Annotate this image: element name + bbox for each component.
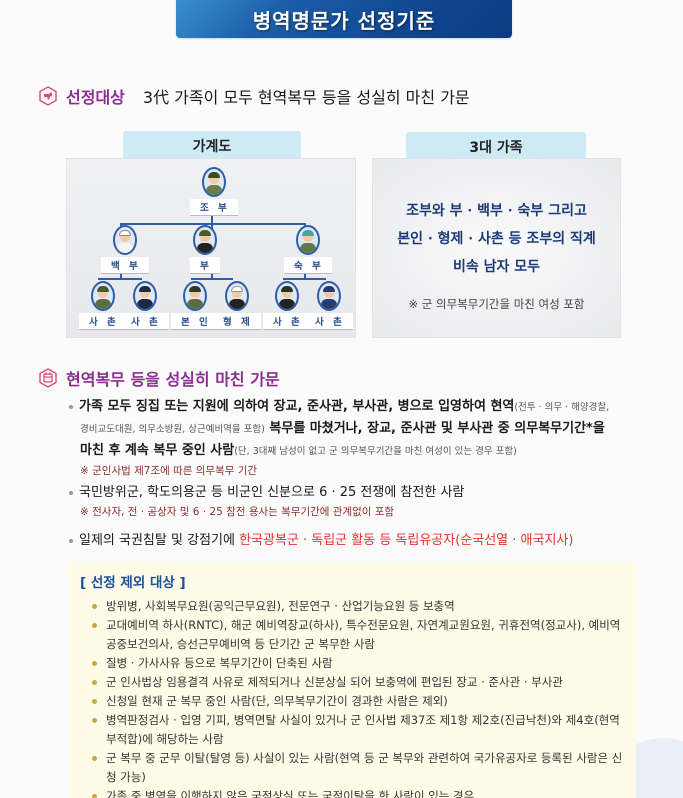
female-inclusion-note: ※ 군 의무복무기간을 마친 여성 포함 — [408, 297, 585, 311]
criteria-bullet-independence: 일제의 국권침탈 및 강점기에 한국광복군 · 독립군 활동 등 독립유공자(순… — [69, 530, 640, 551]
tree-node-uncle-younger: 숙 부 — [284, 225, 332, 274]
tree-node-father: 부 — [190, 225, 220, 274]
exclusion-item: 질병 · 가사사유 등으로 복무기간이 단축된 사람 — [92, 654, 632, 673]
tree-line — [191, 278, 233, 280]
bullet-dot-icon — [69, 538, 73, 543]
criteria-bullet-korean-war: 국민방위군, 학도의용군 등 비군인 신분으로 6 · 25 전쟁에 참전한 사… — [69, 482, 640, 521]
family-tree-diagram: 조 부 백 부 부 숙 부 사 촌 — [66, 158, 356, 338]
tree-line — [211, 271, 213, 279]
section-selection-target-header: 선정대상 3代 가족이 모두 현역복무 등을 성실히 마친 가문 — [38, 84, 470, 108]
bullet-dot-icon — [69, 490, 73, 495]
three-generations-tab: 3대 가족 — [406, 132, 586, 162]
independence-highlight: 한국광복군 · 독립군 활동 등 독립유공자(순국선열 · 애국지사) — [239, 533, 574, 548]
hexagon-thumbs-icon — [39, 86, 57, 106]
tree-node-cousin: 사 촌 — [121, 281, 169, 330]
sailor-avatar-icon — [224, 281, 249, 311]
criteria-bullet-active-duty: 가족 모두 징집 또는 지원에 의하여 장교, 준사관, 부사관, 병으로 입영… — [69, 396, 640, 480]
female-officer-avatar-icon — [316, 281, 341, 311]
camo-soldier-avatar-icon — [182, 281, 207, 311]
exclusion-item: 교대예비역 하사(RNTC), 해군 예비역장교(하사), 특수전문요원, 자연… — [92, 616, 632, 654]
exclusion-list: 방위병, 사회복무요원(공익근무요원), 전문연구 · 산업기능요원 등 보충역… — [92, 597, 632, 798]
three-generations-panel: 조부와 부 · 백부 · 숙부 그리고 본인 · 형제 · 사촌 등 조부의 직… — [372, 158, 621, 338]
soldier-avatar-icon — [201, 167, 226, 197]
hexagon-calendar-icon — [39, 368, 57, 388]
tree-line — [283, 278, 326, 280]
camo-soldier-avatar-icon — [90, 281, 115, 311]
section-label: 현역복무 등을 성실히 마친 가문 — [66, 370, 280, 389]
page-title: 병역명문가 선정기준 — [252, 8, 436, 33]
soldier-avatar-icon — [274, 281, 299, 311]
exclusion-title: [ 선정 제외 대상 ] — [80, 575, 186, 591]
exclusion-item: 방위병, 사회복무요원(공익근무요원), 전문연구 · 산업기능요원 등 보충역 — [92, 597, 632, 616]
family-definition-line: 본인 · 형제 · 사촌 등 조부의 직계 — [397, 231, 596, 247]
tree-line — [304, 271, 306, 279]
exclusion-item: 군 복무 중 군무 이탈(탈영 등) 사실이 있는 사람(현역 등 군 복무와 … — [92, 749, 632, 787]
tree-line — [120, 271, 122, 279]
family-tree-tab: 가계도 — [123, 131, 301, 161]
tree-node-cousin: 사 촌 — [79, 281, 127, 330]
section-active-service-header: 현역복무 등을 성실히 마친 가문 — [38, 366, 280, 390]
tree-node-self: 본 인 — [171, 281, 219, 330]
family-definition-line: 비속 남자 모두 — [452, 259, 541, 275]
pilot-avatar-icon — [295, 225, 320, 255]
tree-line — [98, 278, 142, 280]
exclusion-item: 병역판정검사 · 입영 기피, 병역면탈 사실이 있거나 군 인사법 제37조 … — [92, 711, 632, 749]
tree-node-cousin: 사 촌 — [305, 281, 353, 330]
navy-officer-avatar-icon — [112, 225, 137, 255]
bullet-dot-icon — [69, 404, 73, 409]
section-label: 선정대상 — [66, 88, 125, 107]
officer-avatar-icon — [132, 281, 157, 311]
tree-node-uncle-elder: 백 부 — [101, 225, 149, 274]
war-veteran-note: ※ 전사자, 전 · 공상자 및 6 · 25 참전 용사는 복무기간에 관계없… — [80, 506, 395, 518]
tree-node-grandfather: 조 부 — [190, 167, 238, 216]
exclusion-item: 군 인사법상 임용결격 사유로 제적되거나 신분상실 되어 보충역에 편입된 장… — [92, 673, 632, 692]
officer-avatar-icon — [192, 225, 217, 255]
exclusion-item: 신청일 현재 군 복무 중인 사람(단, 의무복무기간이 경과한 사람은 제외) — [92, 692, 632, 711]
title-banner: 병역명문가 선정기준 — [176, 0, 512, 38]
family-definition-line: 조부와 부 · 백부 · 숙부 그리고 — [406, 203, 587, 219]
section-description: 3代 가족이 모두 현역복무 등을 성실히 마친 가문 — [142, 88, 470, 107]
tree-node-brother: 형 제 — [213, 281, 261, 330]
tree-node-cousin: 사 촌 — [263, 281, 311, 330]
exclusion-box: [ 선정 제외 대상 ] 방위병, 사회복무요원(공익근무요원), 전문연구 ·… — [68, 562, 636, 798]
tree-line — [211, 214, 213, 224]
exclusion-item: 가족 중 병역을 이행하지 않은 국적상실 또는 국적이탈을 한 사람이 있는 … — [92, 787, 632, 798]
mandatory-service-note: ※ 군인사법 제7조에 따른 의무복무 기간 — [80, 465, 258, 477]
